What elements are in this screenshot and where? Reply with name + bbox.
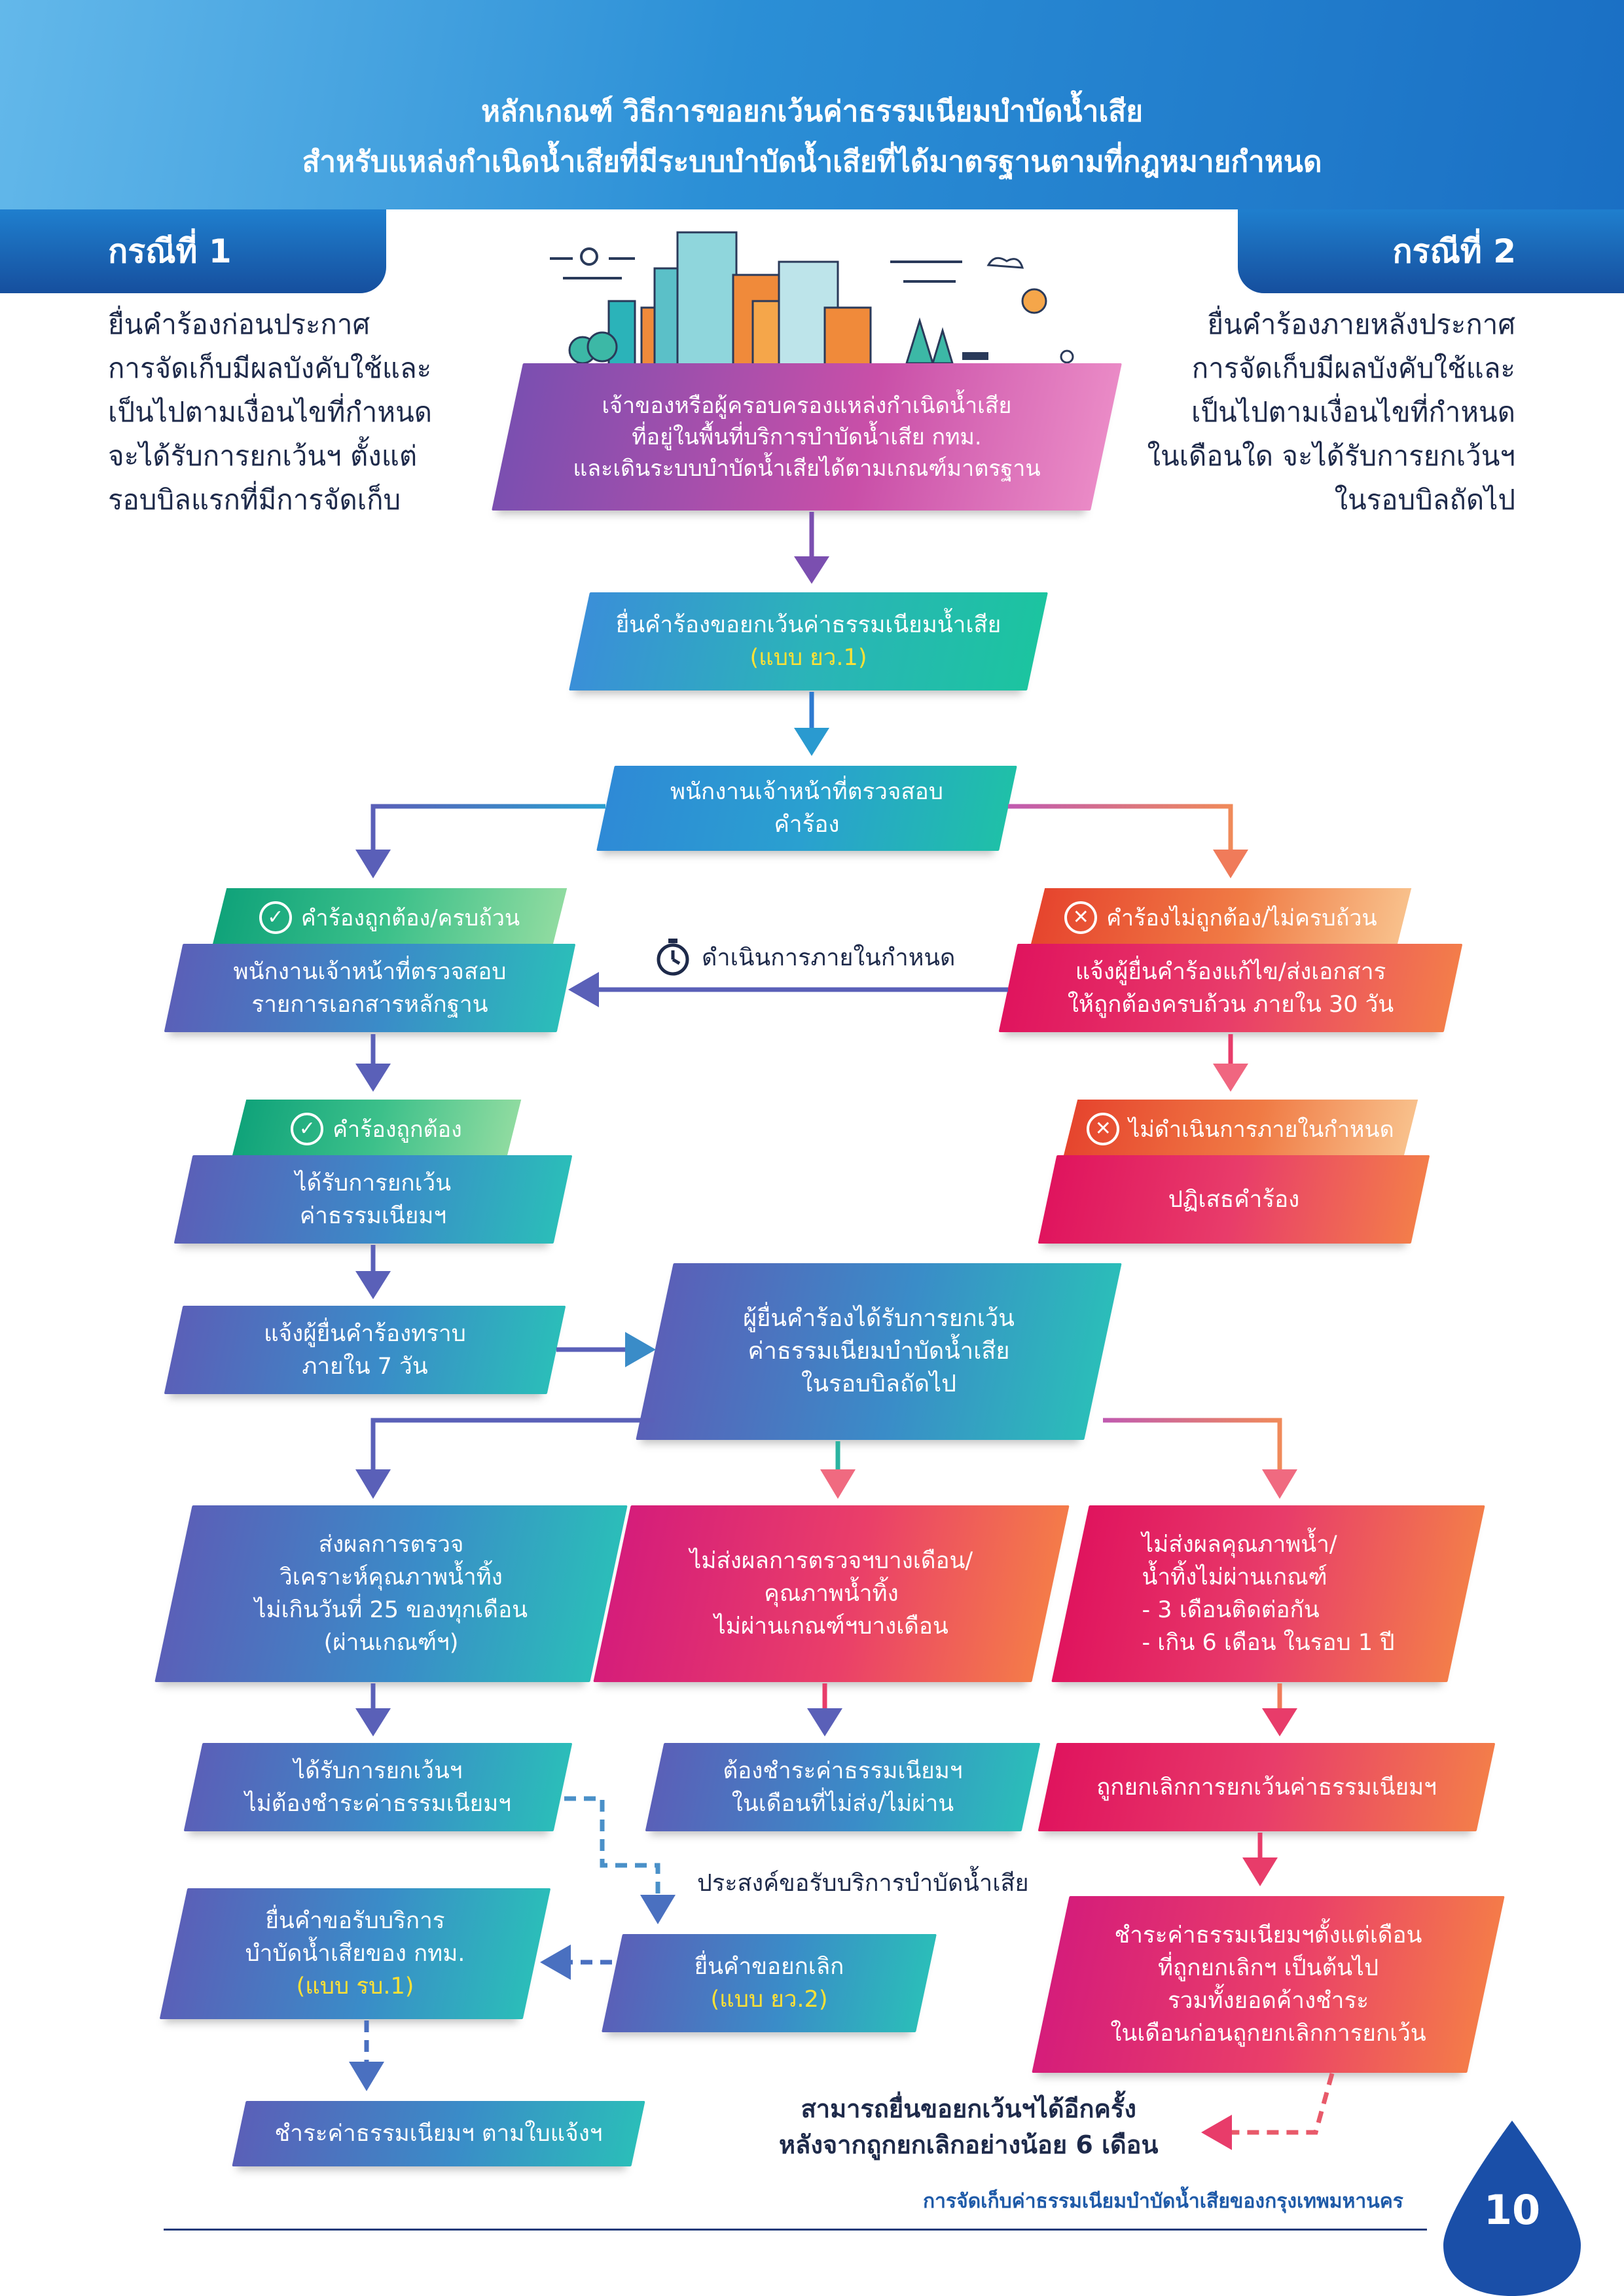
- balloon-icon: [1021, 288, 1047, 314]
- exempted-box: ได้รับการยกเว้น ค่าธรรมเนียมฯ: [173, 1155, 573, 1244]
- tag-not-in-time: ✕ไม่ดำเนินการภายในกำหนด: [1062, 1100, 1418, 1158]
- case2-tab: กรณีที่ 2: [1238, 209, 1624, 293]
- case1-tab: กรณีที่ 1: [0, 209, 386, 293]
- pay-invoice-box: ชำระค่าธรรมเนียมฯ ตามใบแจ้งฯ: [232, 2101, 645, 2166]
- page-number: 10: [1483, 2186, 1541, 2234]
- header-banner: [0, 0, 1624, 209]
- reject-box: ปฏิเสธคำร้อง: [1038, 1155, 1430, 1244]
- x-circle-icon: ✕: [1087, 1113, 1120, 1145]
- next-bill-exempt-box: ผู้ยื่นคำร้องได้รับการยกเว้น ค่าธรรมเนีย…: [636, 1263, 1122, 1440]
- case2-label: กรณีที่ 2: [1392, 232, 1516, 270]
- owner-box: เจ้าของหรือผู้ครอบครองแหล่งกำเนิดน้ำเสีย…: [492, 363, 1122, 511]
- pay-months-box: ต้องชำระค่าธรรมเนียมฯ ในเดือนที่ไม่ส่ง/ไ…: [645, 1743, 1041, 1831]
- within-deadline-note: ดำเนินการภายในกำหนด: [655, 937, 955, 977]
- notify-fix-box: แจ้งผู้ยื่นคำร้องแก้ไข/ส่งเอกสาร ให้ถูกต…: [998, 944, 1463, 1032]
- page-title-line1: หลักเกณฑ์ วิธีการขอยกเว้นค่าธรรมเนียมบำบ…: [480, 95, 1143, 128]
- want-service-note: ประสงค์ขอรับบริการบำบัดน้ำเสีย: [697, 1870, 1029, 1897]
- case1-description: ยื่นคำร้องก่อนประกาศ การจัดเก็บมีผลบังคั…: [108, 308, 433, 516]
- sun-icon: [580, 247, 598, 266]
- page-number-drop: [1443, 2121, 1581, 2296]
- case2-description: ยื่นคำร้องภายหลังประกาศ การจัดเก็บมีผลบั…: [1147, 308, 1515, 516]
- tag-correct-complete: ✓คำร้องถูกต้อง/ครบถ้วน: [211, 888, 568, 947]
- reapply-note: สามารถยื่นขอยกเว้นฯได้อีกครั้ง หลังจากถู…: [779, 2094, 1159, 2159]
- pay-from-box: ชำระค่าธรรมเนียมฯตั้งแต่เดือน ที่ถูกยกเล…: [1032, 1896, 1505, 2073]
- footer-rule: [164, 2229, 1427, 2231]
- bicycle-icon: [1060, 350, 1074, 364]
- send-results-box: ส่งผลการตรวจ วิเคราะห์คุณภาพน้ำทิ้ง ไม่เ…: [154, 1505, 628, 1682]
- no-fee-box: ได้รับการยกเว้นฯ ไม่ต้องชำระค่าธรรมเนียม…: [183, 1743, 573, 1831]
- not-send-some-box: ไม่ส่งผลการตรวจฯบางเดือน/ คุณภาพน้ำทิ้ง …: [593, 1505, 1070, 1682]
- footer-text: การจัดเก็บค่าธรรมเนียมบำบัดน้ำเสียของกรุ…: [923, 2190, 1403, 2213]
- stopwatch-icon: [657, 939, 689, 976]
- officer-check-box: พนักงานเจ้าหน้าที่ตรวจสอบคำร้อง: [596, 766, 1017, 851]
- cancel-request-box: ยื่นคำขอยกเลิก (แบบ ยว.2): [602, 1934, 937, 2032]
- city-illustration: [550, 231, 1074, 369]
- page-title-line2: สำหรับแหล่งกำเนิดน้ำเสียที่มีระบบบำบัดน้…: [302, 145, 1322, 179]
- x-circle-icon: ✕: [1064, 901, 1098, 934]
- check-circle-icon: ✓: [259, 901, 292, 934]
- submit-request-box: ยื่นคำร้องขอยกเว้นค่าธรรมเนียมน้ำเสีย (แ…: [569, 592, 1048, 691]
- cancelled-box: ถูกยกเลิกการยกเว้นค่าธรรมเนียมฯ: [1038, 1743, 1496, 1831]
- check-circle-icon: ✓: [291, 1113, 324, 1145]
- case1-label: กรณีที่ 1: [108, 232, 232, 270]
- check-documents-box: พนักงานเจ้าหน้าที่ตรวจสอบ รายการเอกสารหล…: [164, 944, 576, 1032]
- not-send-quality-box: ไม่ส่งผลคุณภาพน้ำ/ น้ำทิ้งไม่ผ่านเกณฑ์ -…: [1051, 1505, 1485, 1682]
- tag-incorrect-incomplete: ✕คำร้องไม่ถูกต้อง/ไม่ครบถ้วน: [1030, 888, 1412, 947]
- notify-7-days-box: แจ้งผู้ยื่นคำร้องทราบ ภายใน 7 วัน: [164, 1306, 566, 1394]
- tag-correct: ✓คำร้องถูกต้อง: [231, 1100, 522, 1158]
- cloud-icon: [986, 257, 1024, 269]
- apply-service-box: ยื่นคำขอรับบริการ บำบัดน้ำเสียของ กทม. (…: [159, 1888, 551, 2019]
